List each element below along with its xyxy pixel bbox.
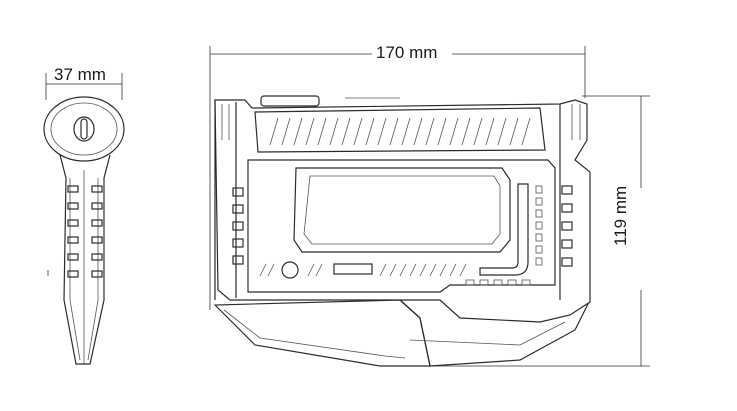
- bottom-vents: [259, 261, 467, 279]
- thickness-dimension-label: 37 mm: [54, 65, 106, 84]
- right-grip-slots: [561, 185, 573, 267]
- top-vents: [254, 107, 546, 153]
- left-grip-slots: [232, 187, 244, 265]
- height-dimension-label: 119 mm: [611, 185, 630, 246]
- side-view: [43, 73, 125, 365]
- width-dimension-label: 170 mm: [376, 43, 438, 62]
- front-view: [209, 46, 650, 367]
- display-window: [293, 167, 511, 253]
